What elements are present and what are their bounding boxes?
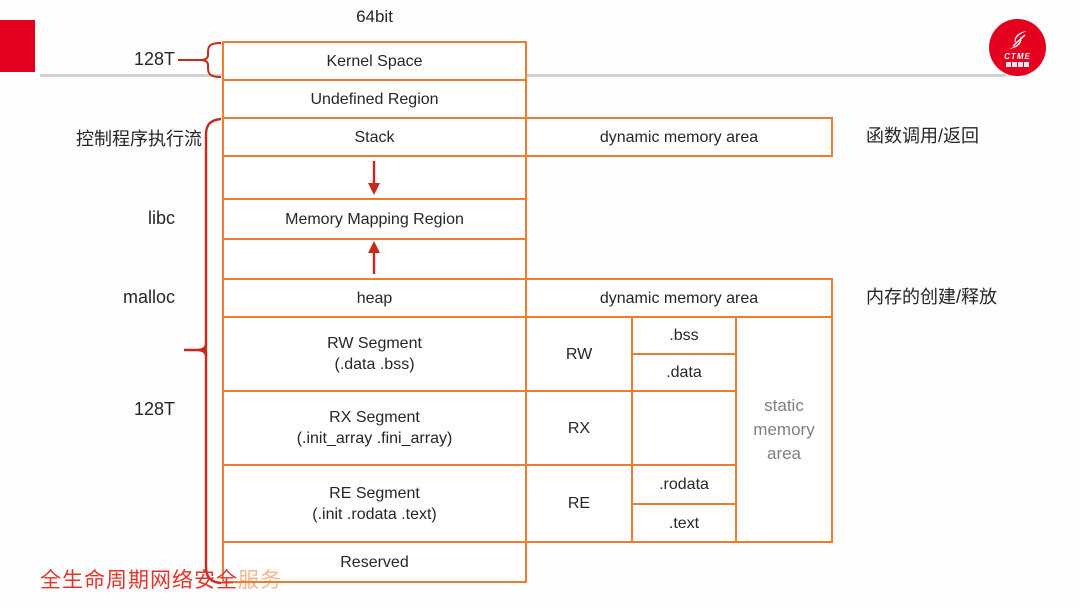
section-cell-text: .text xyxy=(631,503,737,543)
logo-chinese-text xyxy=(1006,61,1029,67)
region-rw-segment: RW Segment (.data .bss) xyxy=(222,316,527,392)
section-cell-empty xyxy=(631,390,737,466)
section-label: .rodata xyxy=(659,476,709,493)
logo-swirl-icon xyxy=(1008,30,1027,49)
kernel-brace xyxy=(178,42,222,78)
region-label: Stack xyxy=(354,128,395,146)
dynamic-area-label: dynamic memory area xyxy=(599,128,759,146)
perm-cell-re: RE xyxy=(525,464,633,543)
region-rx-segment: RX Segment (.init_array .fini_array) xyxy=(222,390,527,466)
mmap-note-label: libc xyxy=(147,208,175,228)
perm-label: RX xyxy=(567,419,591,437)
region-label: Memory Mapping Region xyxy=(285,210,464,228)
region-re-segment: RE Segment (.init .rodata .text) xyxy=(222,464,527,543)
ctme-logo: CTME xyxy=(989,19,1046,76)
region-stack: Stack xyxy=(222,117,527,157)
heap-memory-note: 内存的创建/释放 xyxy=(866,287,998,307)
footer-slogan-faded: 服务 xyxy=(238,569,282,592)
stack-note-label: 控制程序执行流 xyxy=(76,129,202,149)
footer-slogan: 全生命周期网络安全服务 xyxy=(40,564,282,594)
perm-label: RW xyxy=(565,345,593,363)
region-label: Undefined Region xyxy=(310,90,439,108)
brand-corner-block xyxy=(0,20,35,72)
logo-text: CTME xyxy=(1004,51,1031,61)
region-label: RW Segment xyxy=(327,335,422,352)
region-label: Reserved xyxy=(340,553,409,571)
user-space-brace xyxy=(184,117,222,585)
footer-slogan-main: 全生命周期网络安全 xyxy=(40,569,238,592)
arrow-up-icon xyxy=(368,241,380,274)
region-label: Kernel Space xyxy=(326,52,423,70)
perm-label: RE xyxy=(567,495,591,512)
kernel-size-label: 128T xyxy=(133,49,175,69)
bit-width-label: 64bit xyxy=(356,7,393,26)
static-memory-area-cell: static memory area xyxy=(735,316,833,543)
region-kernel-space: Kernel Space xyxy=(222,41,527,81)
region-label: RX Segment xyxy=(329,409,420,426)
region-label: RE Segment xyxy=(329,484,420,502)
region-sublabel: (.data .bss) xyxy=(334,356,415,373)
stack-function-note: 函数调用/返回 xyxy=(866,126,980,146)
section-label: .bss xyxy=(669,327,699,344)
region-sublabel: (.init .rodata .text) xyxy=(312,505,437,523)
heap-note-label: malloc xyxy=(122,287,175,307)
arrow-down-icon xyxy=(368,161,380,195)
region-reserved: Reserved xyxy=(222,541,527,583)
static-area-label: static memory area xyxy=(753,395,815,463)
region-memory-mapping: Memory Mapping Region xyxy=(222,198,527,240)
dynamic-area-stack: dynamic memory area xyxy=(525,117,833,157)
section-label: .data xyxy=(666,364,702,381)
section-label: .text xyxy=(668,514,700,532)
region-sublabel: (.init_array .fini_array) xyxy=(296,430,453,447)
user-size-label: 128T xyxy=(133,399,175,419)
region-label: heap xyxy=(356,289,393,307)
dynamic-area-label: dynamic memory area xyxy=(599,289,759,307)
